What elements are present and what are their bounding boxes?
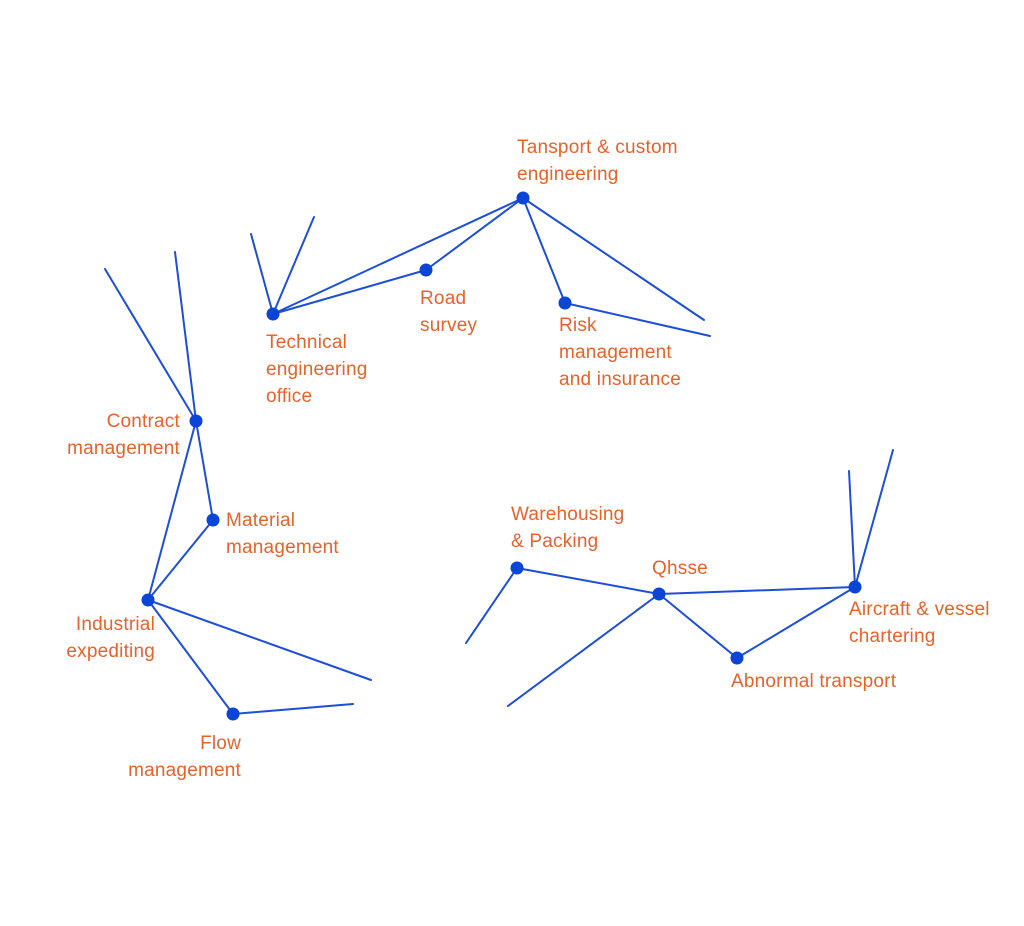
label-contract: Contract management [67, 408, 180, 462]
edge-technical-open-a [250, 233, 274, 315]
edge-aircraft-open-a [848, 470, 856, 588]
node-risk [558, 296, 572, 310]
label-aircraft: Aircraft & vessel chartering [849, 596, 990, 650]
label-road: Road survey [420, 285, 477, 339]
edge-transport-technical [272, 197, 524, 315]
node-contract [189, 414, 203, 428]
edge-transport-risk [522, 197, 566, 304]
label-line: chartering [849, 626, 936, 647]
label-line: survey [420, 315, 478, 336]
edge-material-industrial [147, 519, 214, 601]
label-line: & Packing [511, 531, 599, 552]
label-material: Material management [226, 507, 339, 561]
node-abnormal [730, 651, 744, 665]
label-warehousing: Warehousing & Packing [511, 501, 624, 555]
label-line: expediting [66, 641, 155, 662]
label-line: management [226, 537, 339, 558]
edge-warehousing-open [465, 567, 518, 644]
edge-contract-material [195, 420, 214, 521]
label-line: engineering [266, 359, 368, 380]
node-flow [226, 707, 240, 721]
edge-contract-open-b [174, 251, 197, 422]
label-line: Technical [266, 332, 348, 353]
edge-abnormal-aircraft [736, 586, 856, 659]
label-risk: Risk management and insurance [559, 312, 681, 393]
label-line: engineering [517, 164, 619, 185]
label-line: Abnormal transport [731, 671, 897, 692]
label-qhsse: Qhsse [652, 555, 708, 582]
label-technical: Technical engineering office [266, 329, 368, 410]
node-qhsse [652, 587, 666, 601]
node-aircraft [848, 580, 862, 594]
label-transport: Tansport & custom engineering [517, 134, 678, 188]
label-line: office [266, 386, 313, 407]
label-line: Risk [559, 315, 597, 336]
edge-warehousing-qhsse [516, 567, 660, 595]
node-industrial [141, 593, 155, 607]
node-road [419, 263, 433, 277]
edge-transport-open [522, 197, 705, 321]
edge-technical-open-b [272, 216, 315, 315]
label-line: Flow [200, 733, 241, 754]
node-transport [516, 191, 530, 205]
label-line: management [67, 438, 180, 459]
edge-qhsse-open [507, 593, 660, 707]
label-line: Warehousing [511, 504, 625, 525]
edge-aircraft-open-b [854, 449, 894, 588]
label-line: Contract [106, 411, 180, 432]
edge-flow-open [232, 703, 354, 715]
edge-industrial-flow [147, 599, 234, 715]
label-line: Industrial [75, 614, 155, 635]
edge-road-technical [272, 269, 427, 315]
node-material [206, 513, 220, 527]
edge-risk-open [564, 302, 711, 337]
label-line: management [128, 760, 241, 781]
label-line: management [559, 342, 672, 363]
node-warehousing [510, 561, 524, 575]
label-industrial: Industrial expediting [66, 611, 155, 665]
edge-industrial-open [147, 599, 372, 681]
label-line: Tansport & custom [517, 137, 678, 158]
edge-qhsse-aircraft [658, 586, 856, 595]
label-line: Material [226, 510, 296, 531]
edge-qhsse-abnormal [658, 593, 738, 659]
label-flow: Flow management [128, 730, 241, 784]
edge-contract-open-a [104, 268, 197, 422]
node-technical [266, 307, 280, 321]
edge-contract-industrial [147, 420, 197, 601]
label-line: and insurance [559, 369, 681, 390]
label-abnormal: Abnormal transport [731, 668, 896, 695]
edge-transport-road [425, 197, 524, 271]
label-line: Road [420, 288, 467, 309]
label-line: Qhsse [652, 558, 708, 579]
label-line: Aircraft & vessel [849, 599, 990, 620]
